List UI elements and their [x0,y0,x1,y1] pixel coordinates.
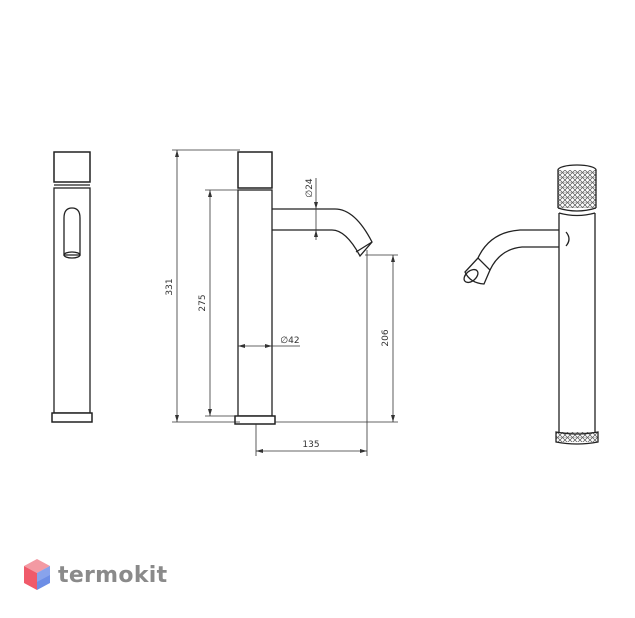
brand-logo: termokit [22,555,167,595]
dimension-lines [172,149,398,456]
front-view-faucet [234,151,373,425]
dim-206-label: 206 [381,329,391,346]
cube-logo-icon [24,559,50,590]
front-view-spout-tip [355,241,373,253]
front-view-body [237,189,273,417]
dim-d42-label: ∅42 [280,336,299,346]
dim-135-label: 135 [302,440,319,450]
perspective-handle-gap [558,212,596,217]
side-view-spout-outlet [63,251,81,259]
front-view-handle-knurl [237,151,273,189]
front-view-spout [272,208,373,258]
perspective-spout-joint [565,231,570,247]
dim-d24-label: ∅24 [305,178,315,198]
side-view-spout-slot [63,207,81,256]
side-view-base-knurl [51,412,93,423]
perspective-body [558,213,596,432]
perspective-spout [477,229,559,271]
side-view-base-outline [51,412,93,423]
dim-d24-arrows [314,202,318,237]
front-view-base-outline [234,415,276,425]
front-view-handle-outline [237,151,273,189]
side-view-handle-knurl [53,151,91,183]
perspective-base-outline [555,431,599,445]
side-view-handle-outline [53,151,91,183]
perspective-base-knurl [556,432,598,442]
perspective-handle-sides [557,170,597,208]
perspective-handle-bottom [557,207,597,212]
brand-name: termokit [58,562,168,588]
front-view-base-knurl [234,415,276,425]
perspective-spout-outlet [463,268,479,284]
side-view-body [53,187,91,414]
side-view-faucet [51,151,93,423]
dim-275-label: 275 [198,294,208,311]
dim-331-label: 331 [165,278,175,295]
perspective-handle-knurl [558,170,596,208]
perspective-view-faucet [463,164,599,445]
dim-d42-arrows [238,344,272,348]
